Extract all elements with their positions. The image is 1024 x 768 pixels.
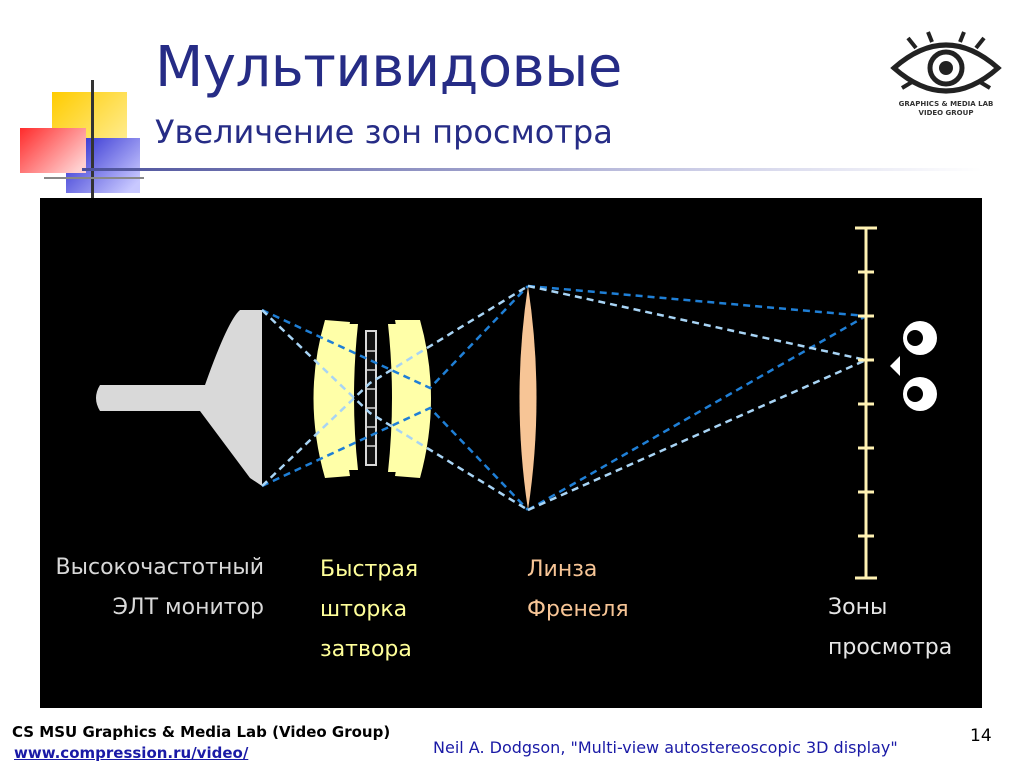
- slide-subtitle: Увеличение зон просмотра: [155, 113, 613, 151]
- fresnel-lens: [519, 286, 537, 510]
- decor-red-square: [20, 128, 86, 173]
- label-crt-monitor: Высокочастотный ЭЛТ монитор: [44, 548, 264, 628]
- label-zones-line1: Зоны: [828, 595, 888, 620]
- optics-diagram: [96, 226, 937, 580]
- label-viewing-zones: Зоны просмотра: [828, 588, 952, 668]
- logo-subtext: VIDEO GROUP: [918, 109, 974, 117]
- shutter-lenses: [313, 320, 431, 478]
- title-rule: [82, 168, 982, 171]
- label-shutter-line2: шторка: [320, 597, 408, 622]
- slide-title: Мультивидовые: [155, 35, 622, 100]
- label-lens-line2: Френеля: [527, 597, 629, 622]
- shutter-segments: [366, 350, 376, 447]
- footer-lab-name: CS MSU Graphics & Media Lab (Video Group…: [12, 723, 391, 741]
- label-shutter: Быстрая шторка затвора: [320, 550, 418, 670]
- viewer-eyes-icon: [890, 321, 937, 411]
- eye-logo-icon: [890, 31, 1002, 94]
- label-fresnel-lens: Линза Френеля: [527, 550, 629, 630]
- footer-url-link[interactable]: www.compression.ru/video/: [14, 744, 249, 762]
- decor-horizontal-line: [44, 177, 144, 179]
- page-number: 14: [970, 726, 992, 746]
- footer-citation: Neil A. Dodgson, "Multi-view autostereos…: [433, 738, 898, 757]
- logo-text: GRAPHICS & MEDIA LAB: [898, 100, 994, 108]
- label-shutter-line1: Быстрая: [320, 557, 419, 582]
- light-rays: [261, 284, 867, 512]
- crt-monitor-shape: [96, 310, 262, 486]
- label-crt-line2: ЭЛТ монитор: [112, 595, 264, 620]
- label-zones-line2: просмотра: [828, 635, 953, 660]
- label-lens-line1: Линза: [527, 557, 598, 582]
- decor-vertical-line: [91, 80, 94, 198]
- shutter-strip: [365, 330, 377, 466]
- label-shutter-line3: затвора: [320, 637, 412, 662]
- label-crt-line1: Высокочастотный: [55, 555, 264, 580]
- diagram-panel: [40, 198, 982, 708]
- viewing-zone-scale: [855, 226, 877, 580]
